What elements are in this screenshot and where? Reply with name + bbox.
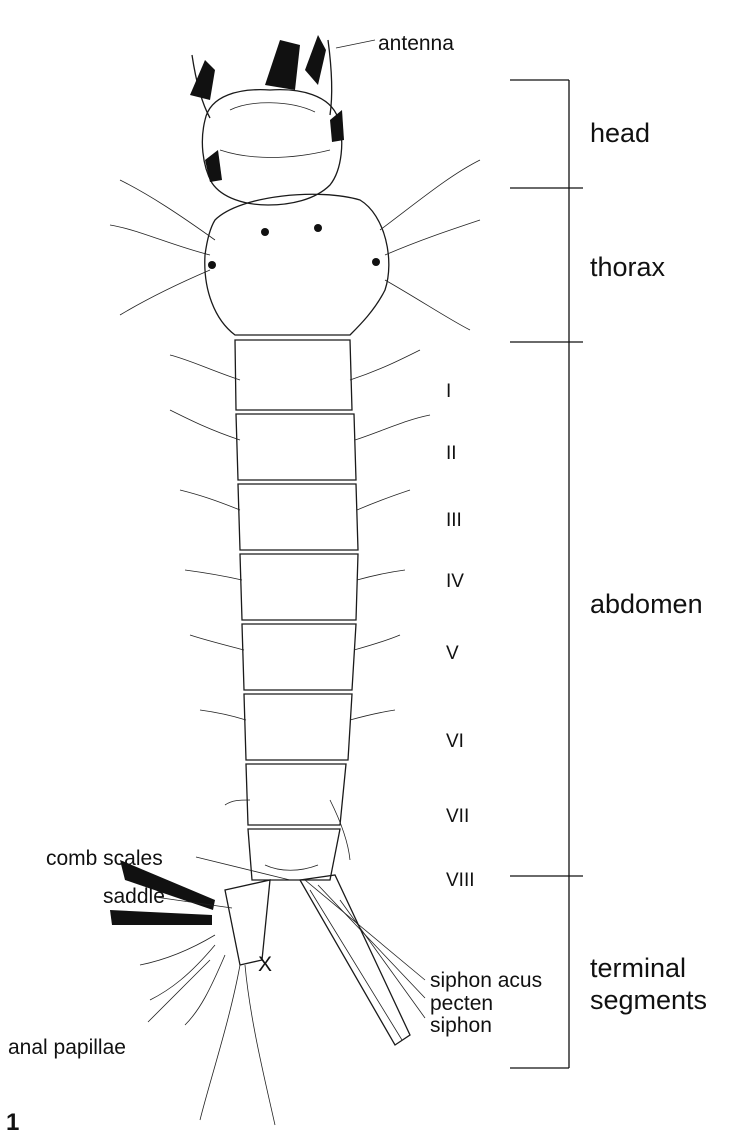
label-antenna: antenna [378,32,454,55]
label-segments: segments [590,985,707,1015]
label-pecten: pecten [430,992,493,1015]
label-thorax: thorax [590,252,666,282]
label-head: head [590,118,650,148]
label-segment-x: X [258,953,272,976]
larva-head [190,35,344,205]
figure-number: 1 [6,1109,19,1133]
region-bracket [510,80,583,1068]
segment-label-1: I [446,381,451,402]
larva-thorax [205,194,389,335]
segment-label-5: V [446,643,459,664]
label-terminal: terminal [590,953,686,983]
segment-label-4: IV [446,571,464,592]
larva-abdomen [235,340,358,880]
leader-lines [148,40,425,1022]
label-siphon: siphon [430,1014,492,1037]
label-saddle: saddle [103,885,165,908]
label-abdomen: abdomen [590,589,703,619]
segment-label-3: III [446,510,462,531]
larva-illustration [110,35,480,1125]
segment-label-6: VI [446,731,464,752]
segment-label-8: VIII [446,870,475,891]
segment-label-7: VII [446,806,469,827]
label-anal-papillae: anal papillae [8,1036,126,1059]
label-siphon-acus: siphon acus [430,969,542,992]
segment-label-2: II [446,443,457,464]
larva-setae [110,160,480,860]
label-comb-scales: comb scales [46,847,163,870]
